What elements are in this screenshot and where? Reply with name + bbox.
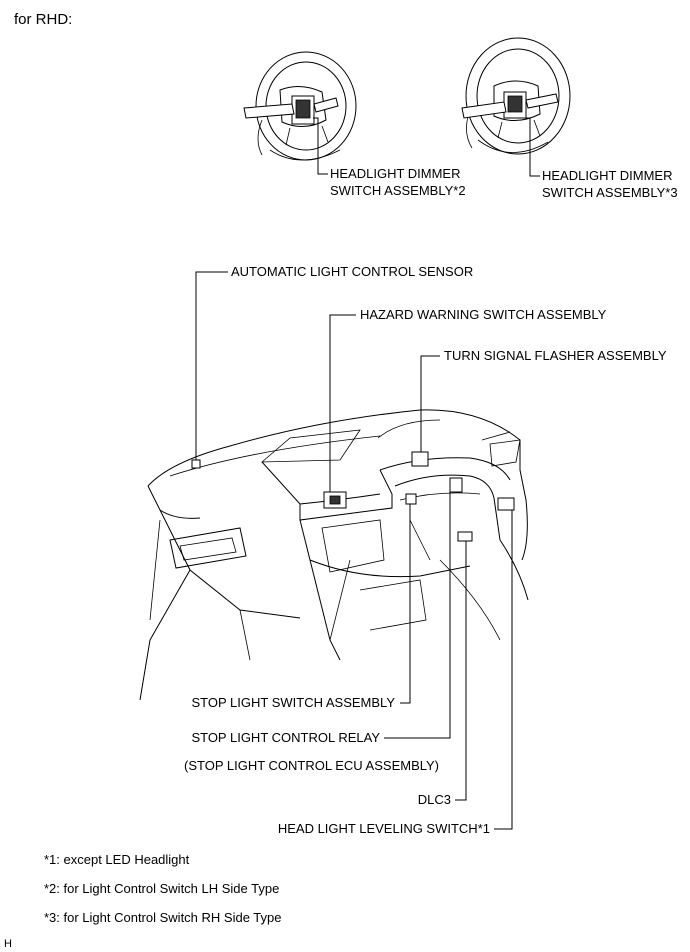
label-turn-flasher: TURN SIGNAL FLASHER ASSEMBLY [444, 348, 667, 363]
instrument-panel [139, 409, 529, 701]
leader-leveling-switch [494, 510, 513, 830]
note-1: *1: except LED Headlight [44, 852, 190, 867]
hazard-switch-part [323, 491, 347, 509]
label-headlight-dimmer-lh-line1: HEADLIGHT DIMMER [330, 166, 461, 181]
steering-wheel-left [243, 51, 357, 161]
label-dlc3: DLC3 [417, 792, 451, 807]
label-stop-light-ecu: (STOP LIGHT CONTROL ECU ASSEMBLY) [184, 758, 440, 773]
corner-mark: H [4, 938, 12, 950]
stop-light-relay-part [449, 477, 463, 493]
leader-turn-flasher [420, 355, 440, 452]
label-headlight-dimmer-rh-line1: HEADLIGHT DIMMER [542, 168, 673, 183]
leader-line-left-wheel [313, 117, 328, 175]
leader-stop-light-switch [400, 504, 411, 704]
label-auto-light-sensor: AUTOMATIC LIGHT CONTROL SENSOR [231, 264, 474, 279]
stop-light-switch-part [405, 493, 417, 505]
heading-for-rhd: for RHD: [14, 11, 73, 28]
label-stop-light-switch: STOP LIGHT SWITCH ASSEMBLY [191, 695, 395, 710]
leader-dlc3 [455, 541, 467, 801]
label-hazard-switch: HAZARD WARNING SWITCH ASSEMBLY [360, 307, 607, 322]
label-headlight-dimmer-lh-line2: SWITCH ASSEMBLY*2 [330, 183, 466, 198]
leader-auto-light-sensor [195, 271, 228, 460]
label-stop-light-relay: STOP LIGHT CONTROL RELAY [191, 730, 380, 745]
label-head-light-leveling: HEAD LIGHT LEVELING SWITCH*1 [277, 821, 490, 836]
auto-light-sensor-part [191, 459, 201, 469]
leader-line-right-wheel [522, 117, 540, 177]
note-3: *3: for Light Control Switch RH Side Typ… [44, 910, 282, 925]
leader-hazard-switch [329, 314, 356, 492]
label-headlight-dimmer-rh-line2: SWITCH ASSEMBLY*3 [542, 185, 678, 200]
dlc3-part [457, 531, 473, 542]
steering-wheel-right [461, 37, 571, 155]
note-2: *2: for Light Control Switch LH Side Typ… [44, 881, 280, 896]
leveling-switch-part [497, 497, 515, 511]
leader-stop-light-relay [384, 490, 451, 739]
turn-flasher-part [411, 451, 429, 467]
